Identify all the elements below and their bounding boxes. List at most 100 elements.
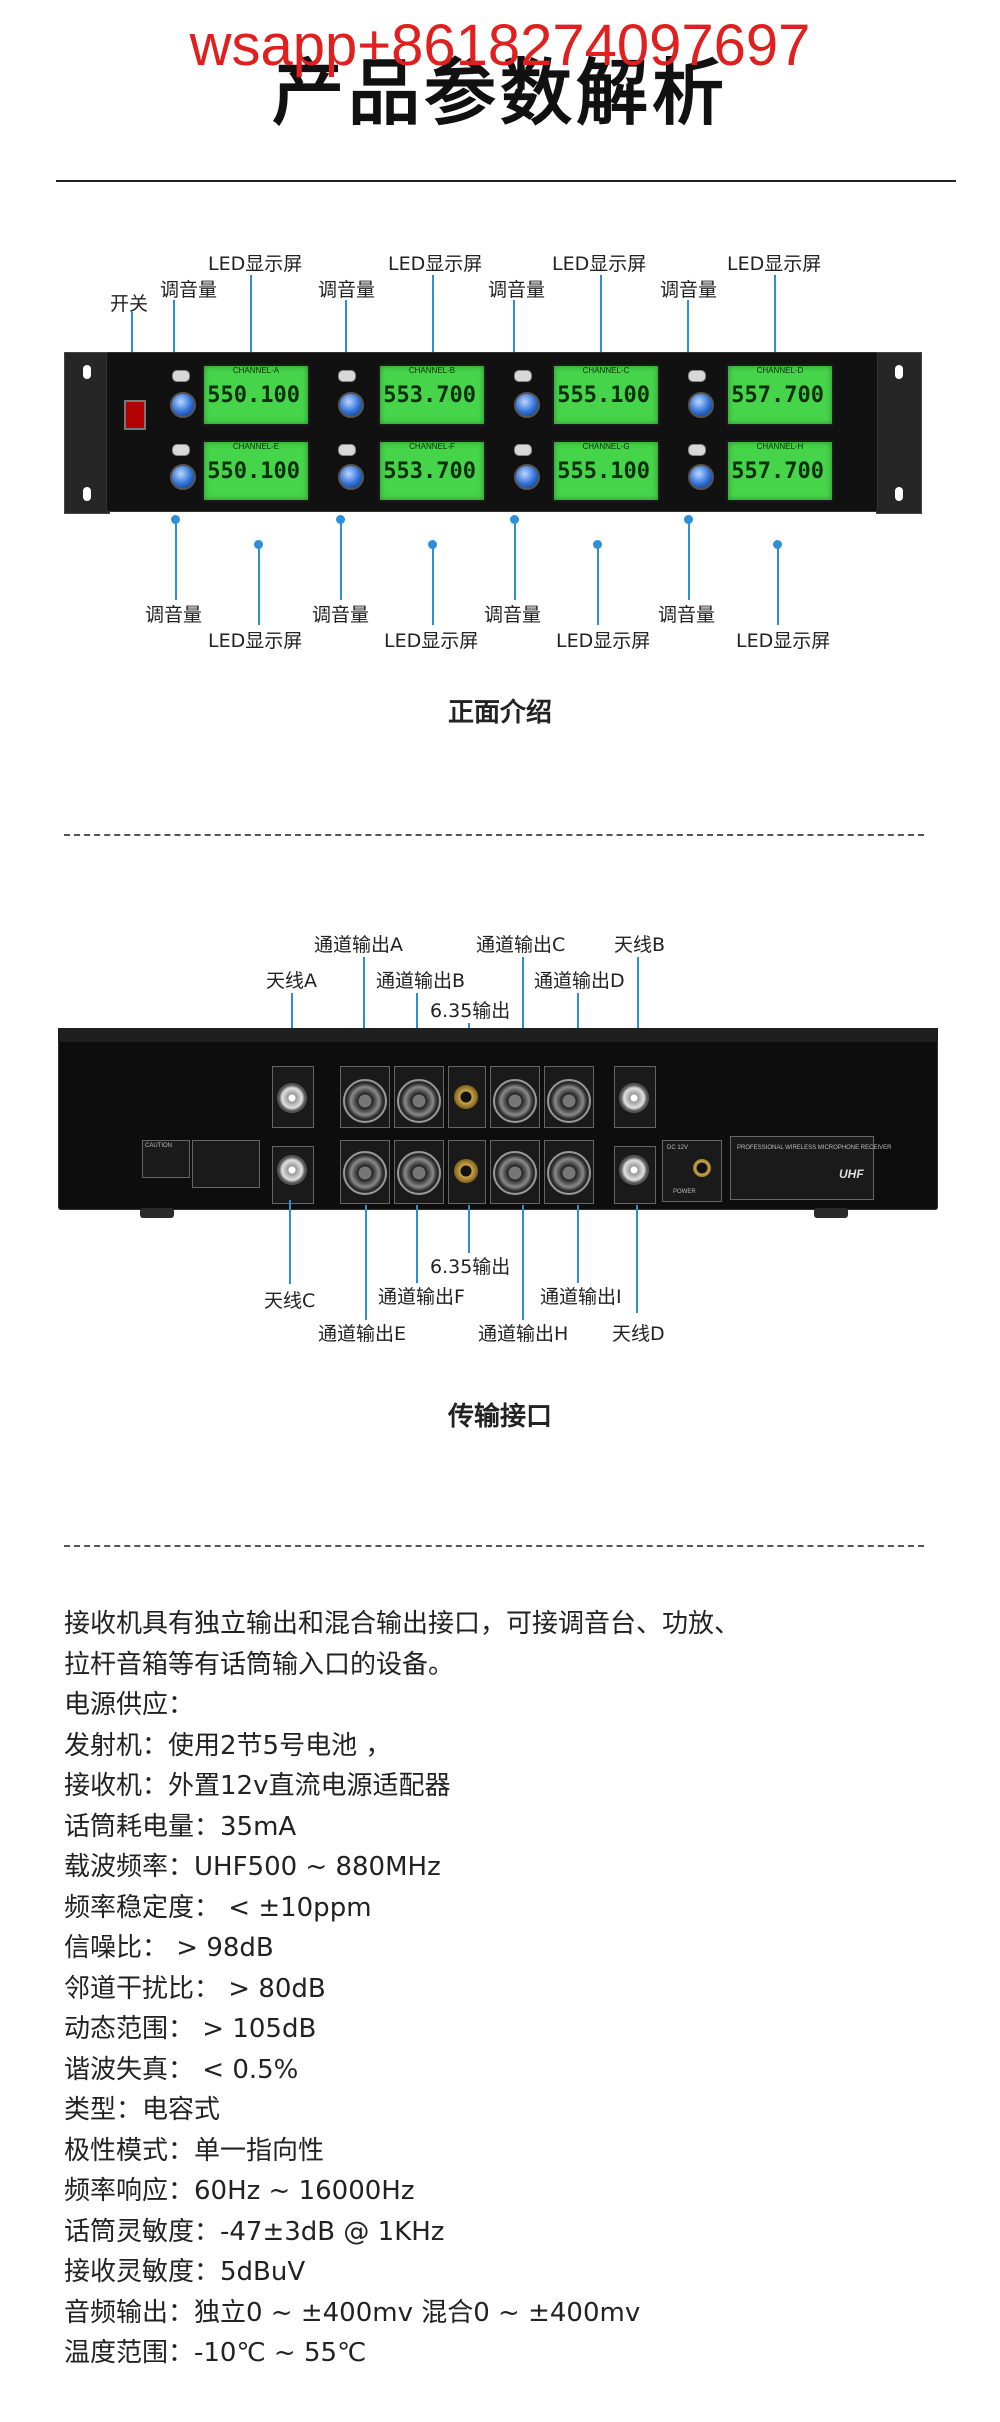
volume-knob[interactable] [338,464,364,490]
spec-line: 发射机：使用2节5号电池 ， [64,1730,392,1761]
uhf-logo: UHF [839,1167,864,1181]
lcd-frequency: 553.700 [383,459,476,484]
lcd-frequency: 553.700 [383,383,476,408]
front-label-bottom-7: LED显示屏 [736,630,831,652]
caution-label: CAUTION [142,1140,190,1178]
label-jack-bottom: 6.35输出 [430,1256,511,1278]
label-out-h: 通道输出H [478,1323,569,1345]
volume-knob[interactable] [338,392,364,418]
lcd-display: CHANNEL-B 553.700 [378,364,486,426]
switch-label: 开关 [110,293,149,315]
watermark-contact: wsapp+8618274097697 [189,13,811,78]
spec-line: 电源供应： [64,1690,195,1720]
spec-line: 邻道干扰比： > 80dB [64,1973,326,2004]
power-switch[interactable] [124,400,146,430]
channel-button[interactable] [514,370,532,382]
label-out-e: 通道输出E [318,1323,407,1345]
label-out-d: 通道输出D [534,970,625,992]
spec-line: 类型：电容式 [64,2095,221,2125]
lcd-channel: CHANNEL-H [756,442,804,451]
lcd-channel: CHANNEL-C [582,366,630,375]
lcd-channel: CHANNEL-D [756,366,804,375]
front-caption: 正面介绍 [447,698,552,728]
output-port-d[interactable] [544,1066,594,1128]
title-divider [56,180,956,182]
power-port[interactable]: DC 12V POWER [662,1140,722,1202]
antenna-port-c[interactable] [272,1146,314,1204]
volume-knob[interactable] [514,392,540,418]
lcd-display: CHANNEL-F 553.700 [378,440,486,502]
spec-line: 信噪比： > 98dB [64,1933,274,1963]
volume-knob[interactable] [170,392,196,418]
spec-line: 拉杆音箱等有话筒输入口的设备。 [64,1649,455,1680]
label-jack-top: 6.35输出 [430,1000,511,1022]
output-port-b[interactable] [394,1066,444,1128]
rear-caption: 传输接口 [447,1402,552,1432]
bnc-connector-icon [277,1155,307,1185]
channel-button[interactable] [514,444,532,456]
rubber-foot [140,1208,174,1218]
xlr-connector-icon [493,1079,537,1123]
front-label-top-3: LED显示屏 [388,253,483,275]
front-panel: CHANNEL-A 550.100 CHANNEL-B 553.700 CHAN… [106,352,878,512]
spec-line: 谐波失真： < 0.5% [64,2054,299,2085]
page-title: 产品参数解析 [271,51,728,135]
label-ant-a: 天线A [266,970,317,992]
front-label-bottom-2: 调音量 [312,604,370,626]
spec-line: 载波频率：UHF500 ~ 880MHz [64,1852,441,1882]
channel-button[interactable] [172,444,190,456]
output-port-a[interactable] [340,1066,390,1128]
lcd-frequency: 555.100 [557,383,650,408]
front-label-bottom-6: 调音量 [658,604,716,626]
channel-button[interactable] [172,370,190,382]
lcd-display: CHANNEL-A 550.100 [202,364,310,426]
label-out-b: 通道输出B [376,970,466,992]
jack-port-top[interactable] [448,1066,486,1128]
section-divider [64,1545,924,1547]
label-out-f: 通道输出F [378,1286,465,1308]
info-plate: PROFESSIONAL WIRELESS MICROPHONE RECEIVE… [730,1136,891,1200]
antenna-port-b[interactable] [614,1066,656,1128]
antenna-port-a[interactable] [272,1066,314,1128]
output-port-c[interactable] [490,1066,540,1128]
front-label-top-5: LED显示屏 [552,253,647,275]
front-label-top-2: 调音量 [318,279,376,301]
output-port-e[interactable] [340,1140,390,1204]
rack-ear-left [64,352,110,514]
lcd-channel: CHANNEL-A [232,366,280,375]
front-label-bottom-4: 调音量 [484,604,542,626]
bnc-connector-icon [619,1083,649,1113]
jack-connector-icon [454,1085,478,1109]
jack-port-bottom[interactable] [448,1140,486,1204]
volume-knob[interactable] [688,464,714,490]
lcd-frequency: 557.700 [731,459,824,484]
channel-button[interactable] [338,370,356,382]
antenna-port-d[interactable] [614,1146,656,1204]
jack-connector-icon [454,1159,478,1183]
front-label-top-4: 调音量 [488,279,546,301]
front-label-top-1: LED显示屏 [208,253,303,275]
output-port-h[interactable] [490,1140,540,1204]
volume-knob[interactable] [170,464,196,490]
volume-knob[interactable] [514,464,540,490]
channel-button[interactable] [688,370,706,382]
channel-button[interactable] [338,444,356,456]
lcd-frequency: 557.700 [731,383,824,408]
output-port-f[interactable] [394,1140,444,1204]
label-ant-d: 天线D [612,1323,665,1345]
spec-line: 频率稳定度： < ±10ppm [64,1892,372,1923]
spec-line: 频率响应：60Hz ~ 16000Hz [64,2176,415,2206]
rack-ear-right [876,352,922,514]
front-label-top-0: 调音量 [160,279,218,301]
xlr-connector-icon [343,1151,387,1195]
lcd-display: CHANNEL-H 557.700 [726,440,834,502]
output-port-i[interactable] [544,1140,594,1204]
label-out-i: 通道输出I [540,1286,622,1308]
spec-line: 话筒灵敏度：-47±3dB @ 1KHz [64,2216,445,2247]
xlr-connector-icon [343,1079,387,1123]
channel-button[interactable] [688,444,706,456]
spec-line: 温度范围：-10℃ ~ 55℃ [64,2338,367,2368]
volume-knob[interactable] [688,392,714,418]
lcd-channel: CHANNEL-G [582,442,630,451]
front-label-bottom-5: LED显示屏 [556,630,651,652]
